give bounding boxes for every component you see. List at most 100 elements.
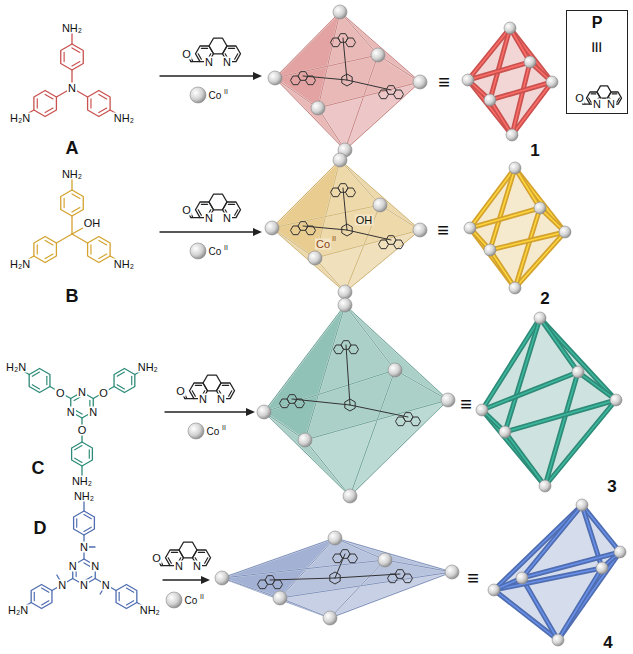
cage-edge: [305, 400, 448, 440]
ring: [394, 240, 404, 249]
metal-sphere: [488, 584, 500, 596]
rod-highlight: [494, 590, 558, 640]
metal-sphere: [506, 129, 518, 141]
ring: [61, 44, 84, 70]
ligand-arm: [335, 574, 400, 578]
rod-highlight: [468, 62, 530, 80]
double-bond: [64, 52, 65, 61]
atom-label: O: [181, 204, 192, 215]
metal-sphere: [265, 221, 279, 235]
cage-number: 2: [540, 290, 549, 307]
cage-rod: [482, 372, 578, 410]
ring: [74, 511, 95, 535]
metal-sphere: [539, 480, 551, 492]
cage-face: [490, 232, 565, 288]
rod-highlight: [468, 80, 512, 135]
atom-label: N: [90, 560, 100, 571]
metal-sphere: [441, 393, 455, 407]
bond-line: [72, 234, 88, 243]
atom-label: O: [574, 93, 585, 104]
metal-sphere: [610, 394, 622, 406]
ligand-arm: [292, 399, 350, 405]
cage-edge: [264, 412, 305, 440]
metal-sphere: [504, 22, 516, 34]
metal-sphere: [596, 562, 608, 574]
metal-sphere: [546, 76, 558, 88]
ring: [330, 572, 340, 584]
cage-rod: [490, 232, 565, 250]
cage-edge: [378, 55, 420, 82]
metal-sphere: [559, 226, 571, 238]
atom-label: N: [57, 579, 67, 590]
cage-rod: [515, 168, 565, 232]
cage-edge: [222, 578, 330, 618]
cage-edge: [385, 560, 452, 572]
cage-edge: [305, 305, 345, 440]
metal-sphere: [268, 71, 282, 85]
atom-label: OH: [355, 215, 374, 226]
cage-edge: [340, 160, 380, 205]
atom-label: N: [606, 99, 616, 110]
drawing: [16, 5, 626, 646]
double-bond: [126, 601, 133, 605]
atom-label: NH₂: [137, 362, 159, 373]
cage-face: [522, 552, 620, 640]
ring: [342, 224, 352, 236]
bond-line: [71, 216, 72, 234]
ligand-arm: [303, 226, 347, 230]
cage-edge: [318, 12, 340, 108]
rod-highlight: [540, 318, 616, 400]
cage-rod: [468, 80, 512, 135]
cage-rod: [494, 590, 558, 640]
metal-label: Co: [315, 239, 331, 250]
ring: [333, 554, 343, 563]
metal-sphere: [509, 282, 521, 294]
atom-label: N: [68, 560, 78, 571]
rod-highlight: [558, 568, 602, 640]
double-bond: [37, 245, 38, 254]
ring: [342, 74, 352, 86]
rod-highlight: [522, 578, 558, 640]
rod-highlight: [490, 168, 515, 250]
cage-edge: [378, 55, 420, 82]
cage-edge: [345, 55, 378, 150]
metal-label: Co: [208, 247, 223, 257]
cage-rod: [490, 82, 552, 100]
equivalence-sign: ≡: [438, 72, 450, 92]
double-bond: [126, 588, 133, 592]
metal-sphere: [484, 94, 496, 106]
rod-highlight: [510, 28, 552, 82]
cage-edge: [275, 78, 345, 150]
metal-sphere: [298, 433, 312, 447]
metal-sphere: [190, 243, 206, 259]
ring: [258, 580, 268, 589]
double-bond: [99, 240, 107, 245]
rod-highlight: [490, 250, 515, 288]
cage-edge: [272, 160, 340, 228]
ligand-arm: [347, 230, 391, 240]
double-bond: [591, 93, 596, 94]
reaction-arrow: [165, 411, 248, 412]
atom-label: N: [79, 542, 89, 553]
ring: [88, 237, 111, 263]
rod-highlight: [578, 372, 616, 400]
cage-face: [505, 400, 616, 486]
cage-edge: [318, 82, 420, 108]
ring: [34, 91, 57, 117]
double-bond: [45, 254, 53, 259]
cage-edge: [350, 370, 395, 496]
ring: [379, 240, 389, 249]
reaction-arrow: [160, 231, 255, 232]
cage-edge: [335, 538, 452, 572]
cage-edge: [305, 440, 350, 496]
rod-highlight: [505, 432, 545, 486]
atom-label: H₂N: [7, 605, 29, 616]
cage-edge: [264, 305, 345, 412]
metal-sphere: [476, 404, 488, 416]
metal-label: Co: [184, 596, 199, 606]
cage-edge: [264, 305, 345, 412]
rod-highlight: [515, 168, 540, 208]
double-bond: [45, 108, 53, 113]
atom-label: N: [204, 212, 214, 223]
